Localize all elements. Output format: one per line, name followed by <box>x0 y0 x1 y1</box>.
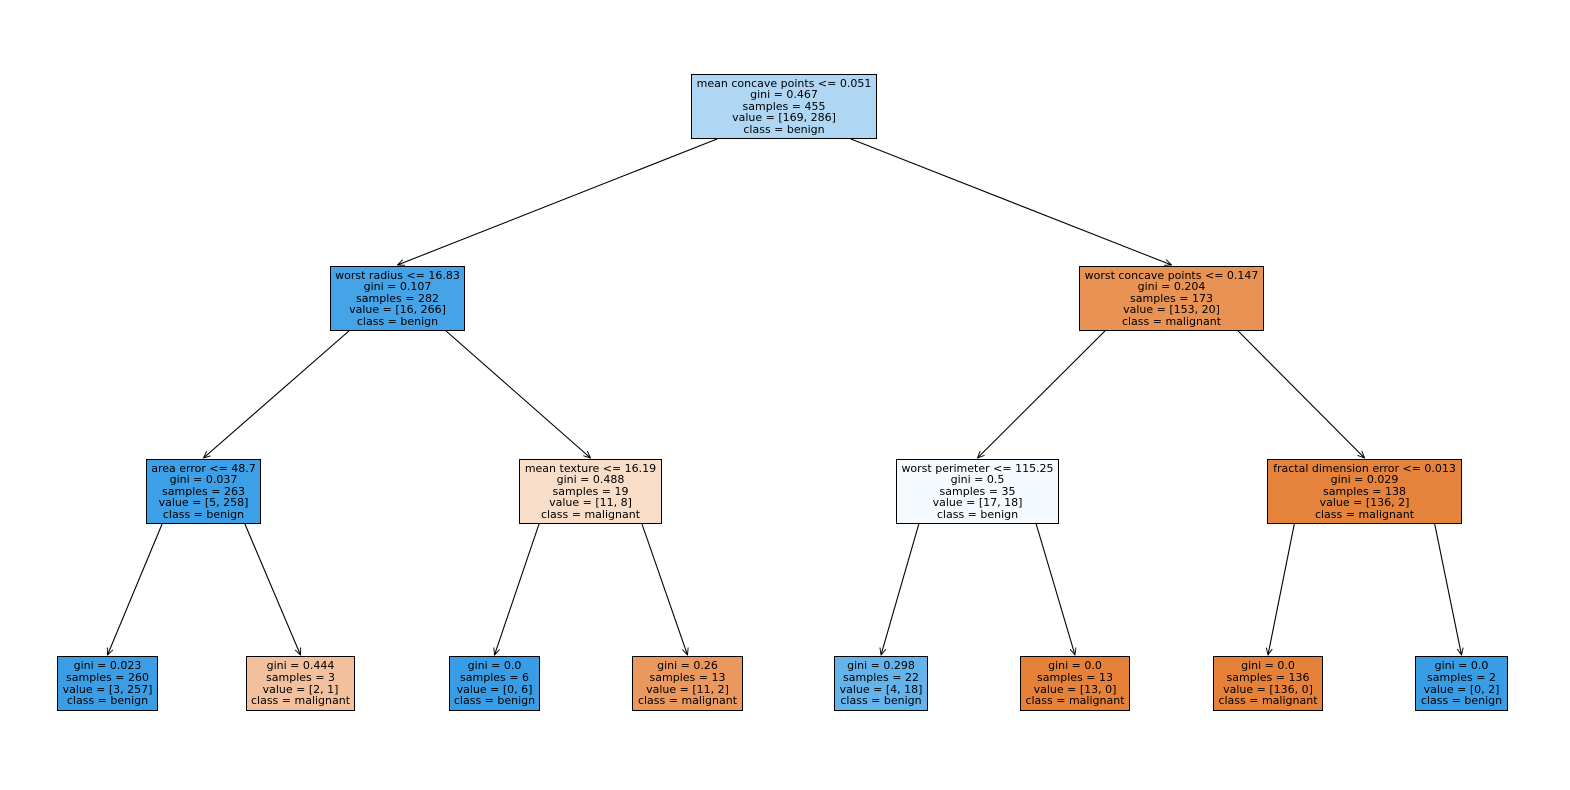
node-text-line: samples = 136 <box>1226 670 1310 684</box>
node-text-line: value = [0, 6] <box>456 682 533 696</box>
tree-edge-n8-n12 <box>1237 330 1364 458</box>
node-text-line: value = [169, 286] <box>732 111 836 125</box>
node-text-line: samples = 455 <box>742 99 826 113</box>
node-text-line: class = malignant <box>1218 694 1318 708</box>
node-text-line: gini = 0.0 <box>467 659 522 673</box>
node-text-line: class = malignant <box>250 694 351 708</box>
node-text-line: class = malignant <box>637 694 738 708</box>
node-text-line: samples = 260 <box>66 670 149 684</box>
node-text-line: samples = 13 <box>649 670 726 684</box>
node-text-line: class = malignant <box>1121 314 1222 328</box>
node-text-line: class = malignant <box>540 507 641 521</box>
node-text-line: mean concave points <= 0.051 <box>696 76 872 90</box>
node-text-line: class = benign <box>453 694 536 708</box>
node-text-line: gini = 0.037 <box>169 473 238 487</box>
node-text-line: samples = 138 <box>1323 484 1406 498</box>
node-text-line: class = benign <box>1420 694 1503 708</box>
node-text-line: fractal dimension error <= 0.013 <box>1273 461 1456 475</box>
node-text-line: class = benign <box>162 507 245 521</box>
node-text-line: gini = 0.0 <box>1434 659 1489 673</box>
tree-edge-n8-n9 <box>978 330 1106 458</box>
node-text-line: samples = 263 <box>162 484 245 498</box>
node-text-line: class = benign <box>840 694 922 708</box>
node-text-line: value = [153, 20] <box>1123 303 1220 317</box>
tree-edge-n0-n8 <box>850 138 1172 265</box>
node-text-line: gini = 0.023 <box>73 659 142 673</box>
node-text-line: samples = 35 <box>939 484 1016 498</box>
node-text-line: worst radius <= 16.83 <box>335 268 460 282</box>
node-text-line: class = benign <box>743 122 825 136</box>
node-text-line: value = [0, 2] <box>1423 682 1500 696</box>
node-text-line: value = [17, 18] <box>932 496 1023 510</box>
node-text-line: class = benign <box>936 507 1019 521</box>
node-text-line: value = [136, 2] <box>1319 496 1410 510</box>
node-text-line: gini = 0.0 <box>1048 659 1102 673</box>
node-text-line: value = [4, 18] <box>839 682 923 696</box>
node-text-line: samples = 6 <box>460 670 529 684</box>
tree-edge-n5-n7 <box>641 523 688 655</box>
node-text-line: value = [3, 257] <box>62 682 153 696</box>
node-text-line: value = [136, 0] <box>1223 682 1313 696</box>
node-text-line: worst perimeter <= 115.25 <box>901 461 1054 475</box>
node-text-line: samples = 13 <box>1037 670 1113 684</box>
node-text-line: samples = 2 <box>1427 670 1496 684</box>
tree-edge-n2-n4 <box>244 523 301 655</box>
node-text-line: class = benign <box>356 314 439 328</box>
node-text-line: gini = 0.467 <box>750 88 818 102</box>
node-text-line: value = [11, 8] <box>549 496 632 510</box>
tree-edge-n1-n5 <box>445 330 590 458</box>
node-text-line: gini = 0.107 <box>363 280 432 294</box>
node-text-line: area error <= 48.7 <box>151 461 256 475</box>
node-text-line: gini = 0.029 <box>1330 473 1399 487</box>
node-text-line: gini = 0.444 <box>266 659 335 673</box>
node-text-line: class = benign <box>66 694 149 708</box>
node-text-line: class = malignant <box>1314 507 1415 521</box>
tree-edge-n2-n3 <box>108 523 163 655</box>
node-text-line: samples = 3 <box>266 670 335 684</box>
node-text-line: samples = 22 <box>843 670 919 684</box>
tree-edge-n1-n2 <box>204 330 350 458</box>
node-text-line: gini = 0.204 <box>1137 280 1206 294</box>
node-text-line: value = [5, 258] <box>158 496 249 510</box>
node-text-line: gini = 0.26 <box>657 659 718 673</box>
node-text-line: gini = 0.488 <box>556 473 625 487</box>
node-text-line: value = [13, 0] <box>1033 682 1117 696</box>
node-text-line: gini = 0.298 <box>847 659 915 673</box>
node-text-line: value = [11, 2] <box>646 682 729 696</box>
node-text-line: value = [16, 266] <box>349 303 446 317</box>
tree-edge-n9-n10 <box>881 523 920 655</box>
tree-edge-n5-n6 <box>495 523 540 655</box>
node-text-line: mean texture <= 16.19 <box>524 461 657 475</box>
node-text-line: samples = 282 <box>356 291 439 305</box>
tree-edge-n0-n1 <box>398 138 718 265</box>
tree-edge-n12-n14 <box>1434 523 1462 655</box>
node-text-line: samples = 173 <box>1130 291 1213 305</box>
node-text-line: worst concave points <= 0.147 <box>1084 268 1259 282</box>
tree-edge-n9-n11 <box>1035 523 1075 655</box>
node-text-line: samples = 19 <box>552 484 629 498</box>
node-text-line: value = [2, 1] <box>262 682 339 696</box>
tree-edge-n12-n13 <box>1268 523 1295 655</box>
node-text-line: gini = 0.5 <box>950 473 1005 487</box>
node-text-line: gini = 0.0 <box>1241 659 1295 673</box>
node-text-line: class = malignant <box>1025 694 1125 708</box>
